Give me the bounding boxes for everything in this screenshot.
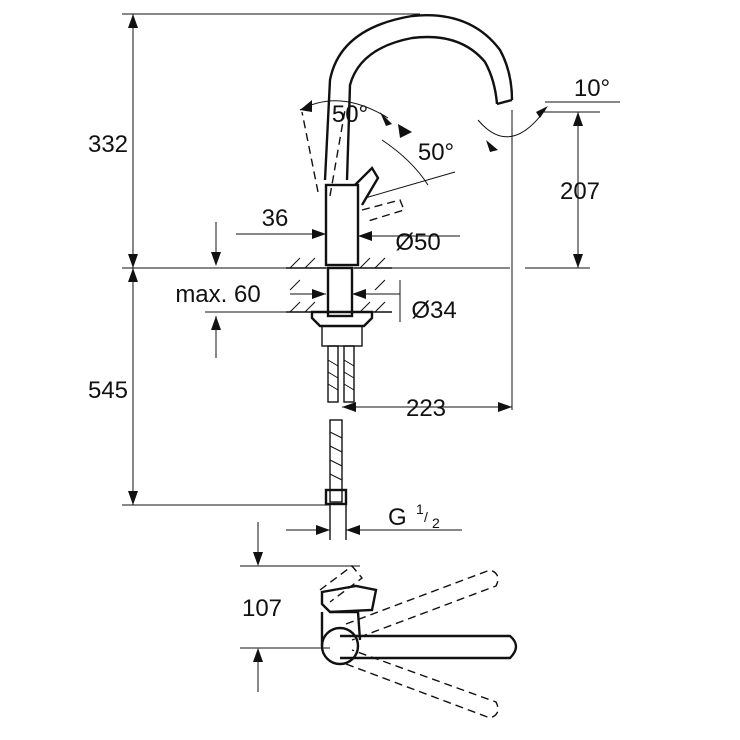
thread-slash: / (424, 509, 428, 525)
supply-hoses (324, 345, 355, 540)
hole-diameter-34: Ø34 (352, 280, 457, 324)
dim-50deg-top-label: 50° (332, 101, 368, 128)
reach-dimension-223: 223 (342, 395, 512, 422)
dim-o50-label: Ø50 (395, 229, 440, 256)
dim-10deg-label: 10° (574, 75, 610, 102)
dim-36-label: 36 (262, 205, 289, 232)
thread-den-label: 2 (432, 515, 440, 531)
spout-angle-10: 10° (477, 75, 620, 152)
dim-223-label: 223 (406, 395, 446, 422)
plan-view: 107 (240, 522, 518, 719)
thread-g-label: G (388, 504, 407, 531)
dim-max60-label: max. 60 (175, 281, 260, 308)
thread-num-label: 1 (416, 501, 424, 517)
body-width-36: 36 (236, 205, 326, 239)
lever-angle-side: 50° (364, 124, 456, 199)
dim-107-label: 107 (242, 595, 282, 622)
mount-thickness-60: max. 60 (175, 222, 326, 358)
lever-angle-top: 50° (299, 100, 392, 128)
spout (323, 14, 514, 410)
mounting-section (286, 257, 392, 347)
dim-207-label: 207 (560, 178, 600, 205)
height-dimension-332: 332 (88, 13, 420, 268)
dim-545-label: 545 (88, 377, 128, 404)
base-diameter-50: Ø50 (358, 229, 460, 256)
faucet-body (301, 109, 405, 267)
height-dimension-207: 207 (525, 111, 600, 269)
dim-o34-label: Ø34 (411, 297, 456, 324)
thread-g-half: G 1 / 2 (286, 501, 462, 535)
dim-50deg-side-label: 50° (418, 139, 454, 166)
dim-332-label: 332 (88, 131, 128, 158)
height-dimension-545: 545 (88, 268, 330, 506)
